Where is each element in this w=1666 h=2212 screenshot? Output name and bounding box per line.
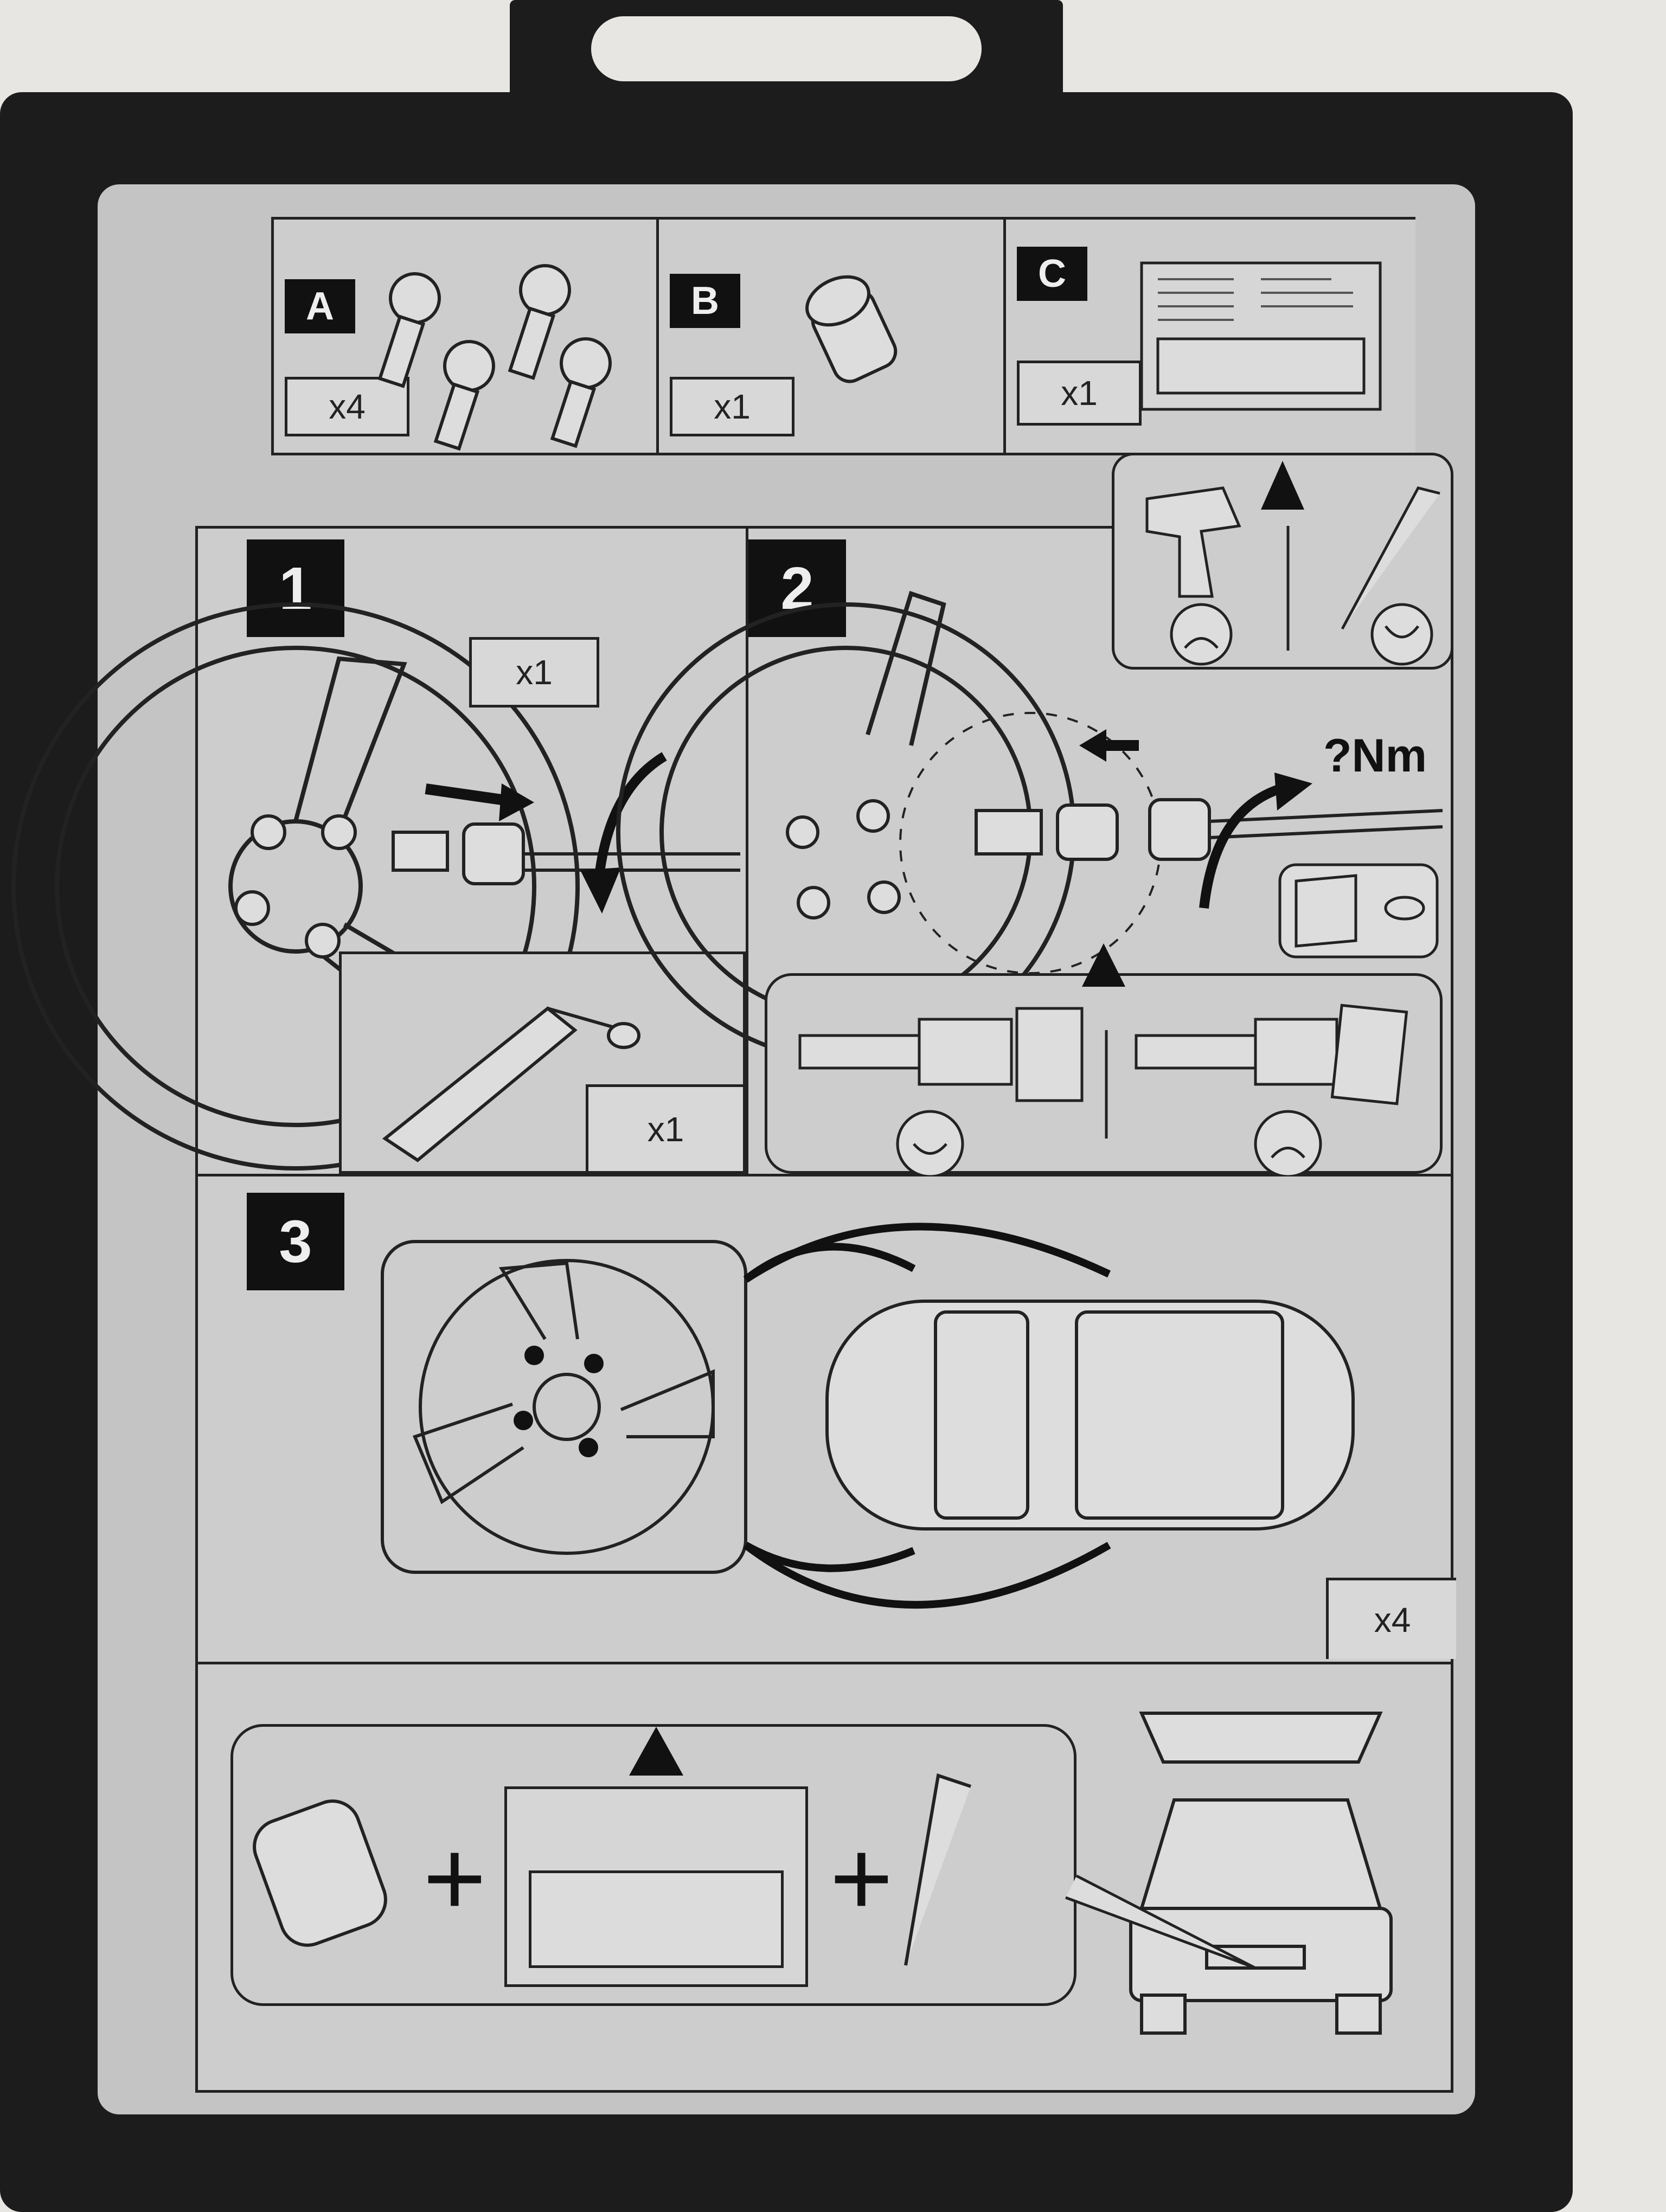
wrench-icon bbox=[382, 1006, 640, 1162]
part-a-letter: A bbox=[285, 279, 355, 333]
part-c-letter: C bbox=[1017, 247, 1087, 301]
step-1-panel: 1 bbox=[11, 526, 748, 1176]
socket-alignment-icon bbox=[798, 943, 1408, 1178]
step-2-panel: 2 bbox=[616, 453, 1453, 1178]
impact-gun-vs-wrench-icon bbox=[1145, 461, 1440, 666]
code-card-blank bbox=[529, 1870, 784, 1968]
step-3-panel: 3 bbox=[195, 1176, 1456, 1664]
car-wheel-illustration bbox=[381, 1223, 1355, 1609]
parts-row: A x4 B x1 bbox=[271, 217, 1415, 455]
part-b-panel: B x1 bbox=[659, 220, 1006, 453]
storage-reminder-panel: + + bbox=[195, 1664, 1453, 2093]
key-socket-icon bbox=[253, 1727, 971, 1966]
socket-on-bolt-illustration bbox=[616, 590, 1443, 1062]
step-1-number: 1 bbox=[247, 539, 344, 637]
kit-together-panel: + + bbox=[230, 1724, 1077, 2006]
part-b-letter: B bbox=[670, 274, 740, 328]
instruction-card: A x4 B x1 bbox=[11, 184, 1475, 2114]
warning-tools-panel bbox=[1112, 453, 1453, 670]
hanger-hole bbox=[591, 16, 982, 81]
part-a-qty: x4 bbox=[285, 377, 409, 436]
part-a-panel: A x4 bbox=[274, 220, 659, 453]
wrench-panel: x1 bbox=[339, 951, 746, 1174]
locking-bolt-icon bbox=[377, 264, 612, 451]
instruction-sheet: A x4 B x1 bbox=[11, 217, 1456, 2114]
socket-alignment-panel bbox=[765, 943, 1443, 1178]
key-socket-icon bbox=[805, 275, 898, 383]
step-3-qty: x4 bbox=[1326, 1578, 1456, 1659]
code-card-icon bbox=[1140, 261, 1382, 411]
plus-icon: + bbox=[830, 1818, 893, 1939]
part-b-qty: x1 bbox=[670, 377, 794, 436]
torque-label: ?Nm bbox=[1323, 730, 1427, 782]
plus-icon: + bbox=[423, 1818, 486, 1939]
car-trunk-icon bbox=[1065, 1712, 1393, 2035]
part-c-qty: x1 bbox=[1017, 361, 1142, 426]
part-c-panel: C x1 bbox=[1006, 220, 1415, 453]
code-card-icon bbox=[504, 1786, 808, 1987]
step-3-number: 3 bbox=[247, 1193, 344, 1290]
step-1-qty-bottom: x1 bbox=[586, 1084, 743, 1171]
step-1-qty-top: x1 bbox=[469, 637, 599, 708]
